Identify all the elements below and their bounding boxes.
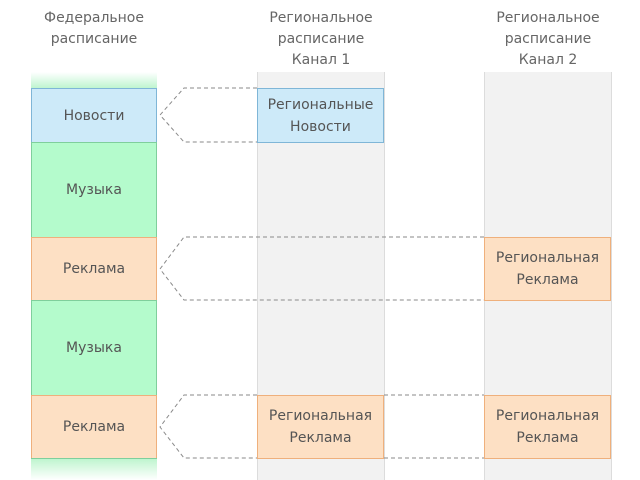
regional1-ad-block: Региональная Реклама [257, 395, 384, 459]
regional2-ad-block: Региональная Реклама [484, 395, 611, 459]
federal-news-block: Новости [31, 88, 157, 143]
federal-music-fade-bottom [31, 458, 157, 480]
federal-music-fade-top [31, 72, 157, 88]
federal-header: Федеральное расписание [44, 10, 144, 47]
news-connector [159, 87, 257, 143]
regional2-ad-block: Региональная Реклама [484, 237, 611, 301]
ad2-connector [159, 394, 257, 459]
ad1-connector [159, 236, 484, 301]
regional-channel1-header: Региональное расписание Канал 1 [269, 10, 373, 68]
federal-music-block: Музыка [31, 142, 157, 238]
regional1-news-block: Региональные Новости [257, 88, 384, 143]
regional-channel2-header: Региональное расписание Канал 2 [496, 10, 600, 68]
federal-ad-block: Реклама [31, 395, 157, 459]
